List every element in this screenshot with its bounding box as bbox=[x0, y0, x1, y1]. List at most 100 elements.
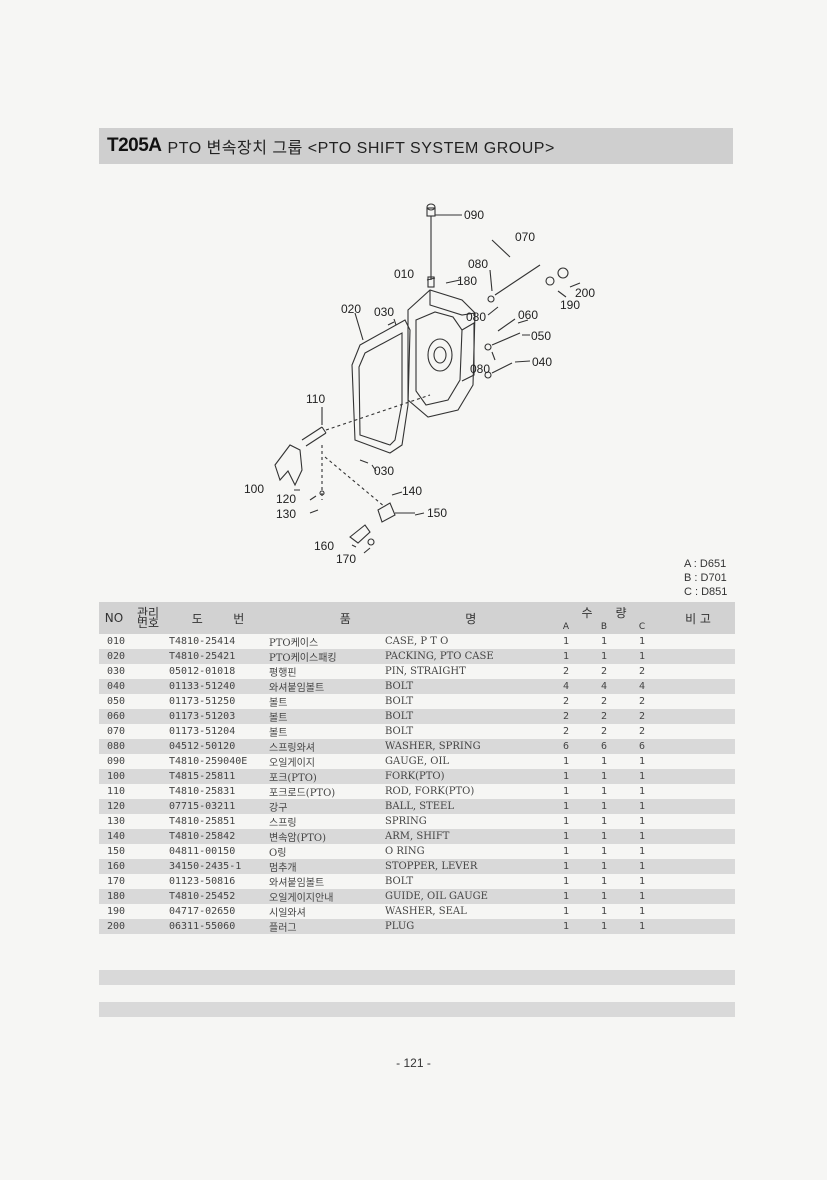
cell-qty-c: 1 bbox=[623, 829, 662, 844]
cell-no: 180 bbox=[99, 889, 129, 904]
cell-qty-c: 1 bbox=[639, 906, 646, 917]
callout: 110 bbox=[306, 392, 325, 406]
cell-korean-name: PTO케이스 bbox=[269, 638, 319, 649]
cell-korean-name: 와셔붙임볼트 bbox=[269, 679, 385, 694]
part-bolt-050 bbox=[491, 332, 521, 346]
cell-korean-name: 변속암(PTO) bbox=[269, 829, 385, 844]
col-header-name: 품 명 bbox=[269, 602, 548, 634]
page-number: - 121 - bbox=[396, 1056, 431, 1070]
part-seal-washer bbox=[545, 276, 555, 286]
cell-qty-b: 6 bbox=[585, 739, 624, 754]
cell-qty-b: 1 bbox=[585, 649, 624, 664]
cell-part-number: 04512-50120 bbox=[167, 739, 269, 754]
col-header-drawing: 도 번 bbox=[167, 602, 269, 634]
cell-no: 190 bbox=[107, 906, 126, 917]
cell-no: 090 bbox=[107, 756, 126, 767]
cell-qty-c: 1 bbox=[639, 786, 646, 797]
cell-part-number: T4810-25421 bbox=[167, 649, 269, 664]
part-stopper-bolt bbox=[367, 538, 375, 546]
cell-qty-c: 2 bbox=[639, 726, 646, 737]
cell-qty-c: 2 bbox=[639, 696, 646, 707]
cell-qty-b: 2 bbox=[601, 666, 608, 677]
empty-table-row bbox=[99, 1002, 735, 1017]
cell-english-name: PIN, STRAIGHT bbox=[385, 666, 466, 677]
cell-qty-a: 1 bbox=[563, 876, 570, 887]
cell-qty-b: 2 bbox=[585, 709, 624, 724]
cell-qty-a: 2 bbox=[563, 696, 570, 707]
cell-korean-name: 스프링와셔 bbox=[269, 739, 385, 754]
cell-part-number: 34150-2435-1 bbox=[167, 859, 269, 874]
callout: 050 bbox=[531, 329, 551, 343]
cell-qty-c: 1 bbox=[623, 649, 662, 664]
cell-no: 150 bbox=[107, 846, 126, 857]
cell-qty-c: 2 bbox=[639, 666, 646, 677]
part-plug bbox=[557, 267, 569, 279]
cell-qty-a: 1 bbox=[563, 846, 570, 857]
diagram-svg: 090 070 080 010 180 200 190 020 030 080 … bbox=[244, 203, 595, 566]
cell-no: 030 bbox=[107, 666, 126, 677]
cell-no: 170 bbox=[107, 876, 126, 887]
cell-qty-b: 2 bbox=[601, 726, 608, 737]
part-washer-080c bbox=[484, 371, 492, 379]
cell-korean-name: 포크(PTO) bbox=[269, 769, 385, 784]
qty-b-header: B bbox=[600, 622, 608, 632]
part-fork bbox=[274, 444, 303, 487]
cell-korean-name: 강구 bbox=[269, 799, 385, 814]
part-case-top bbox=[429, 290, 476, 316]
cell-part-number: 01123-50816 bbox=[169, 876, 236, 887]
cell-korean-name: 포크로드(PTO) bbox=[269, 788, 336, 799]
part-ball bbox=[319, 490, 325, 496]
part-bolt-060 bbox=[497, 318, 516, 332]
cell-qty-c: 2 bbox=[623, 709, 662, 724]
cell-qty-a: 1 bbox=[547, 859, 586, 874]
diagram-art bbox=[274, 203, 581, 554]
callout: 200 bbox=[575, 286, 595, 300]
cell-part-number: 01133-51240 bbox=[167, 679, 269, 694]
cell-qty-b: 1 bbox=[585, 859, 624, 874]
cell-no: 060 bbox=[99, 709, 129, 724]
callout: 090 bbox=[464, 208, 484, 222]
cell-qty-b: 1 bbox=[585, 919, 624, 934]
cell-part-number: T4810-25414 bbox=[169, 636, 236, 647]
diagram-callouts: 090 070 080 010 180 200 190 020 030 080 … bbox=[244, 208, 595, 566]
section-title: PTO 변속장치 그룹 <PTO SHIFT SYSTEM GROUP> bbox=[167, 140, 555, 157]
cell-qty-a: 1 bbox=[563, 816, 570, 827]
part-shift-arm bbox=[377, 502, 396, 523]
part-case-bore bbox=[427, 338, 453, 372]
part-shift-arm-axis bbox=[324, 456, 386, 508]
table-header-row: NO 관리 번호 도 번 품 명 수 량 A B C 비 고 bbox=[99, 602, 736, 634]
part-bolt-040 bbox=[491, 362, 513, 374]
col-header-mgmt: 관리 번호 bbox=[129, 602, 167, 634]
part-case-face bbox=[415, 311, 463, 406]
cell-korean-name: 시일와셔 bbox=[269, 908, 306, 919]
cell-qty-b: 1 bbox=[601, 786, 608, 797]
qty-c-header: C bbox=[638, 622, 646, 632]
callout: 030 bbox=[374, 464, 394, 478]
cell-qty-b: 1 bbox=[585, 769, 624, 784]
cell-no: 010 bbox=[107, 636, 126, 647]
cell-part-number: T4810-25842 bbox=[167, 829, 269, 844]
part-case-side bbox=[461, 322, 475, 382]
part-pin-030a bbox=[387, 321, 395, 326]
cell-english-name: SPRING bbox=[385, 816, 427, 827]
legend-item: B : D701 bbox=[684, 572, 727, 584]
callout: 080 bbox=[470, 362, 490, 376]
cell-english-name: PACKING, PTO CASE bbox=[385, 649, 548, 664]
cell-english-name: GAUGE, OIL bbox=[385, 756, 450, 767]
callout: 020 bbox=[341, 302, 361, 316]
cell-qty-c: 1 bbox=[623, 919, 662, 934]
callout: 010 bbox=[394, 267, 414, 281]
cell-qty-a: 1 bbox=[563, 756, 570, 767]
cell-qty-b: 1 bbox=[601, 846, 608, 857]
cell-qty-a: 1 bbox=[547, 649, 586, 664]
cell-qty-a: 1 bbox=[563, 786, 570, 797]
cell-part-number: 04811-00150 bbox=[169, 846, 236, 857]
cell-english-name: FORK(PTO) bbox=[385, 769, 548, 784]
cell-part-number: 01173-51204 bbox=[169, 726, 236, 737]
